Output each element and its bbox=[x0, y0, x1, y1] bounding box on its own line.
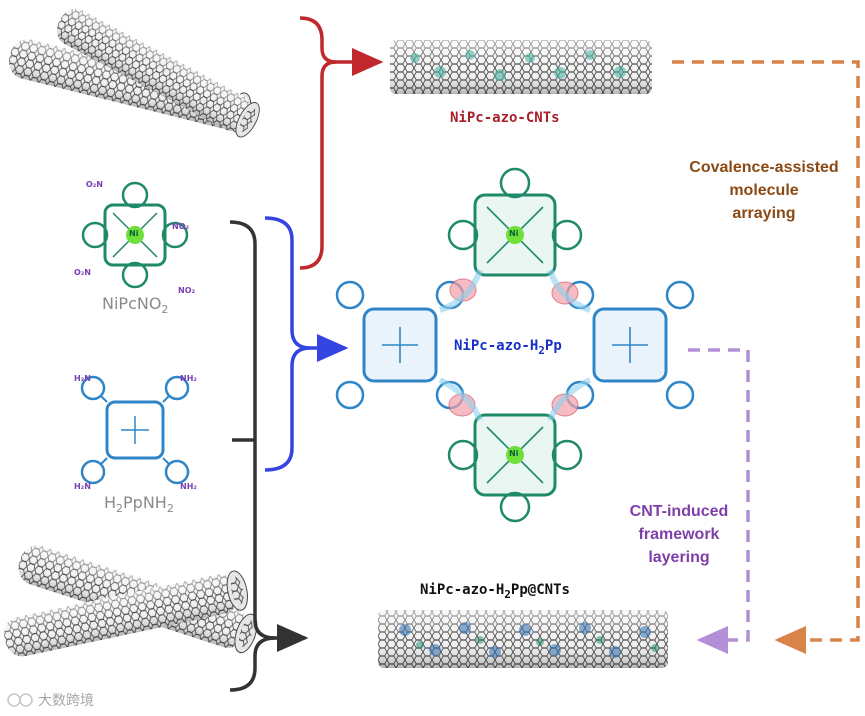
orange-dashed-arrow bbox=[672, 60, 860, 654]
framework-ni-bottom: Ni bbox=[509, 449, 519, 458]
red-bracket-arrow bbox=[299, 16, 384, 270]
nipc-azo-cnts-tube bbox=[390, 40, 652, 94]
framework-structure bbox=[335, 167, 695, 523]
blue-bracket-arrow bbox=[264, 216, 349, 472]
label-h2ppnh2: H2PpNH2 bbox=[104, 493, 174, 515]
watermark-logo bbox=[7, 693, 33, 707]
no2-label-br: NO₂ bbox=[178, 286, 195, 295]
label-cnt-induced: CNT-induced framework layering bbox=[629, 503, 729, 566]
no2-label-tr: NO₂ bbox=[172, 222, 189, 231]
nh2-label-bl: H₂N bbox=[74, 482, 91, 491]
nh2-label-br: NH₂ bbox=[180, 482, 197, 491]
no2-label-tl: O₂N bbox=[86, 180, 103, 189]
nipcno2-structure bbox=[81, 181, 189, 289]
framework-ni-top: Ni bbox=[509, 229, 519, 238]
h2ppnh2-structure bbox=[80, 375, 190, 485]
black-bracket-arrow bbox=[229, 220, 309, 692]
label-nipc-azo-h2pp: NiPc-azo-H2Pp bbox=[454, 338, 562, 357]
nh2-label-tr: NH₂ bbox=[180, 374, 197, 383]
cnt-bundle-bottom bbox=[0, 540, 262, 661]
no2-label-bl: O₂N bbox=[74, 268, 91, 277]
purple-dashed-arrow bbox=[688, 348, 750, 654]
label-nipc-azo-cnts: NiPc-azo-CNTs bbox=[450, 110, 560, 126]
label-nipc-azo-h2pp-cnts: NiPc-azo-H2Pp@CNTs bbox=[420, 582, 570, 601]
label-nipcno2: NiPcNO2 bbox=[102, 294, 169, 316]
watermark-text: 大数跨境 bbox=[38, 693, 94, 709]
nh2-label-tl: H₂N bbox=[74, 374, 91, 383]
ni-center-label: Ni bbox=[129, 229, 139, 238]
nipc-azo-h2pp-cnts-tube bbox=[378, 610, 668, 668]
label-covalence-assisted: Covalence-assisted molecule arraying bbox=[689, 159, 839, 222]
cnt-bundle-top bbox=[4, 2, 265, 141]
